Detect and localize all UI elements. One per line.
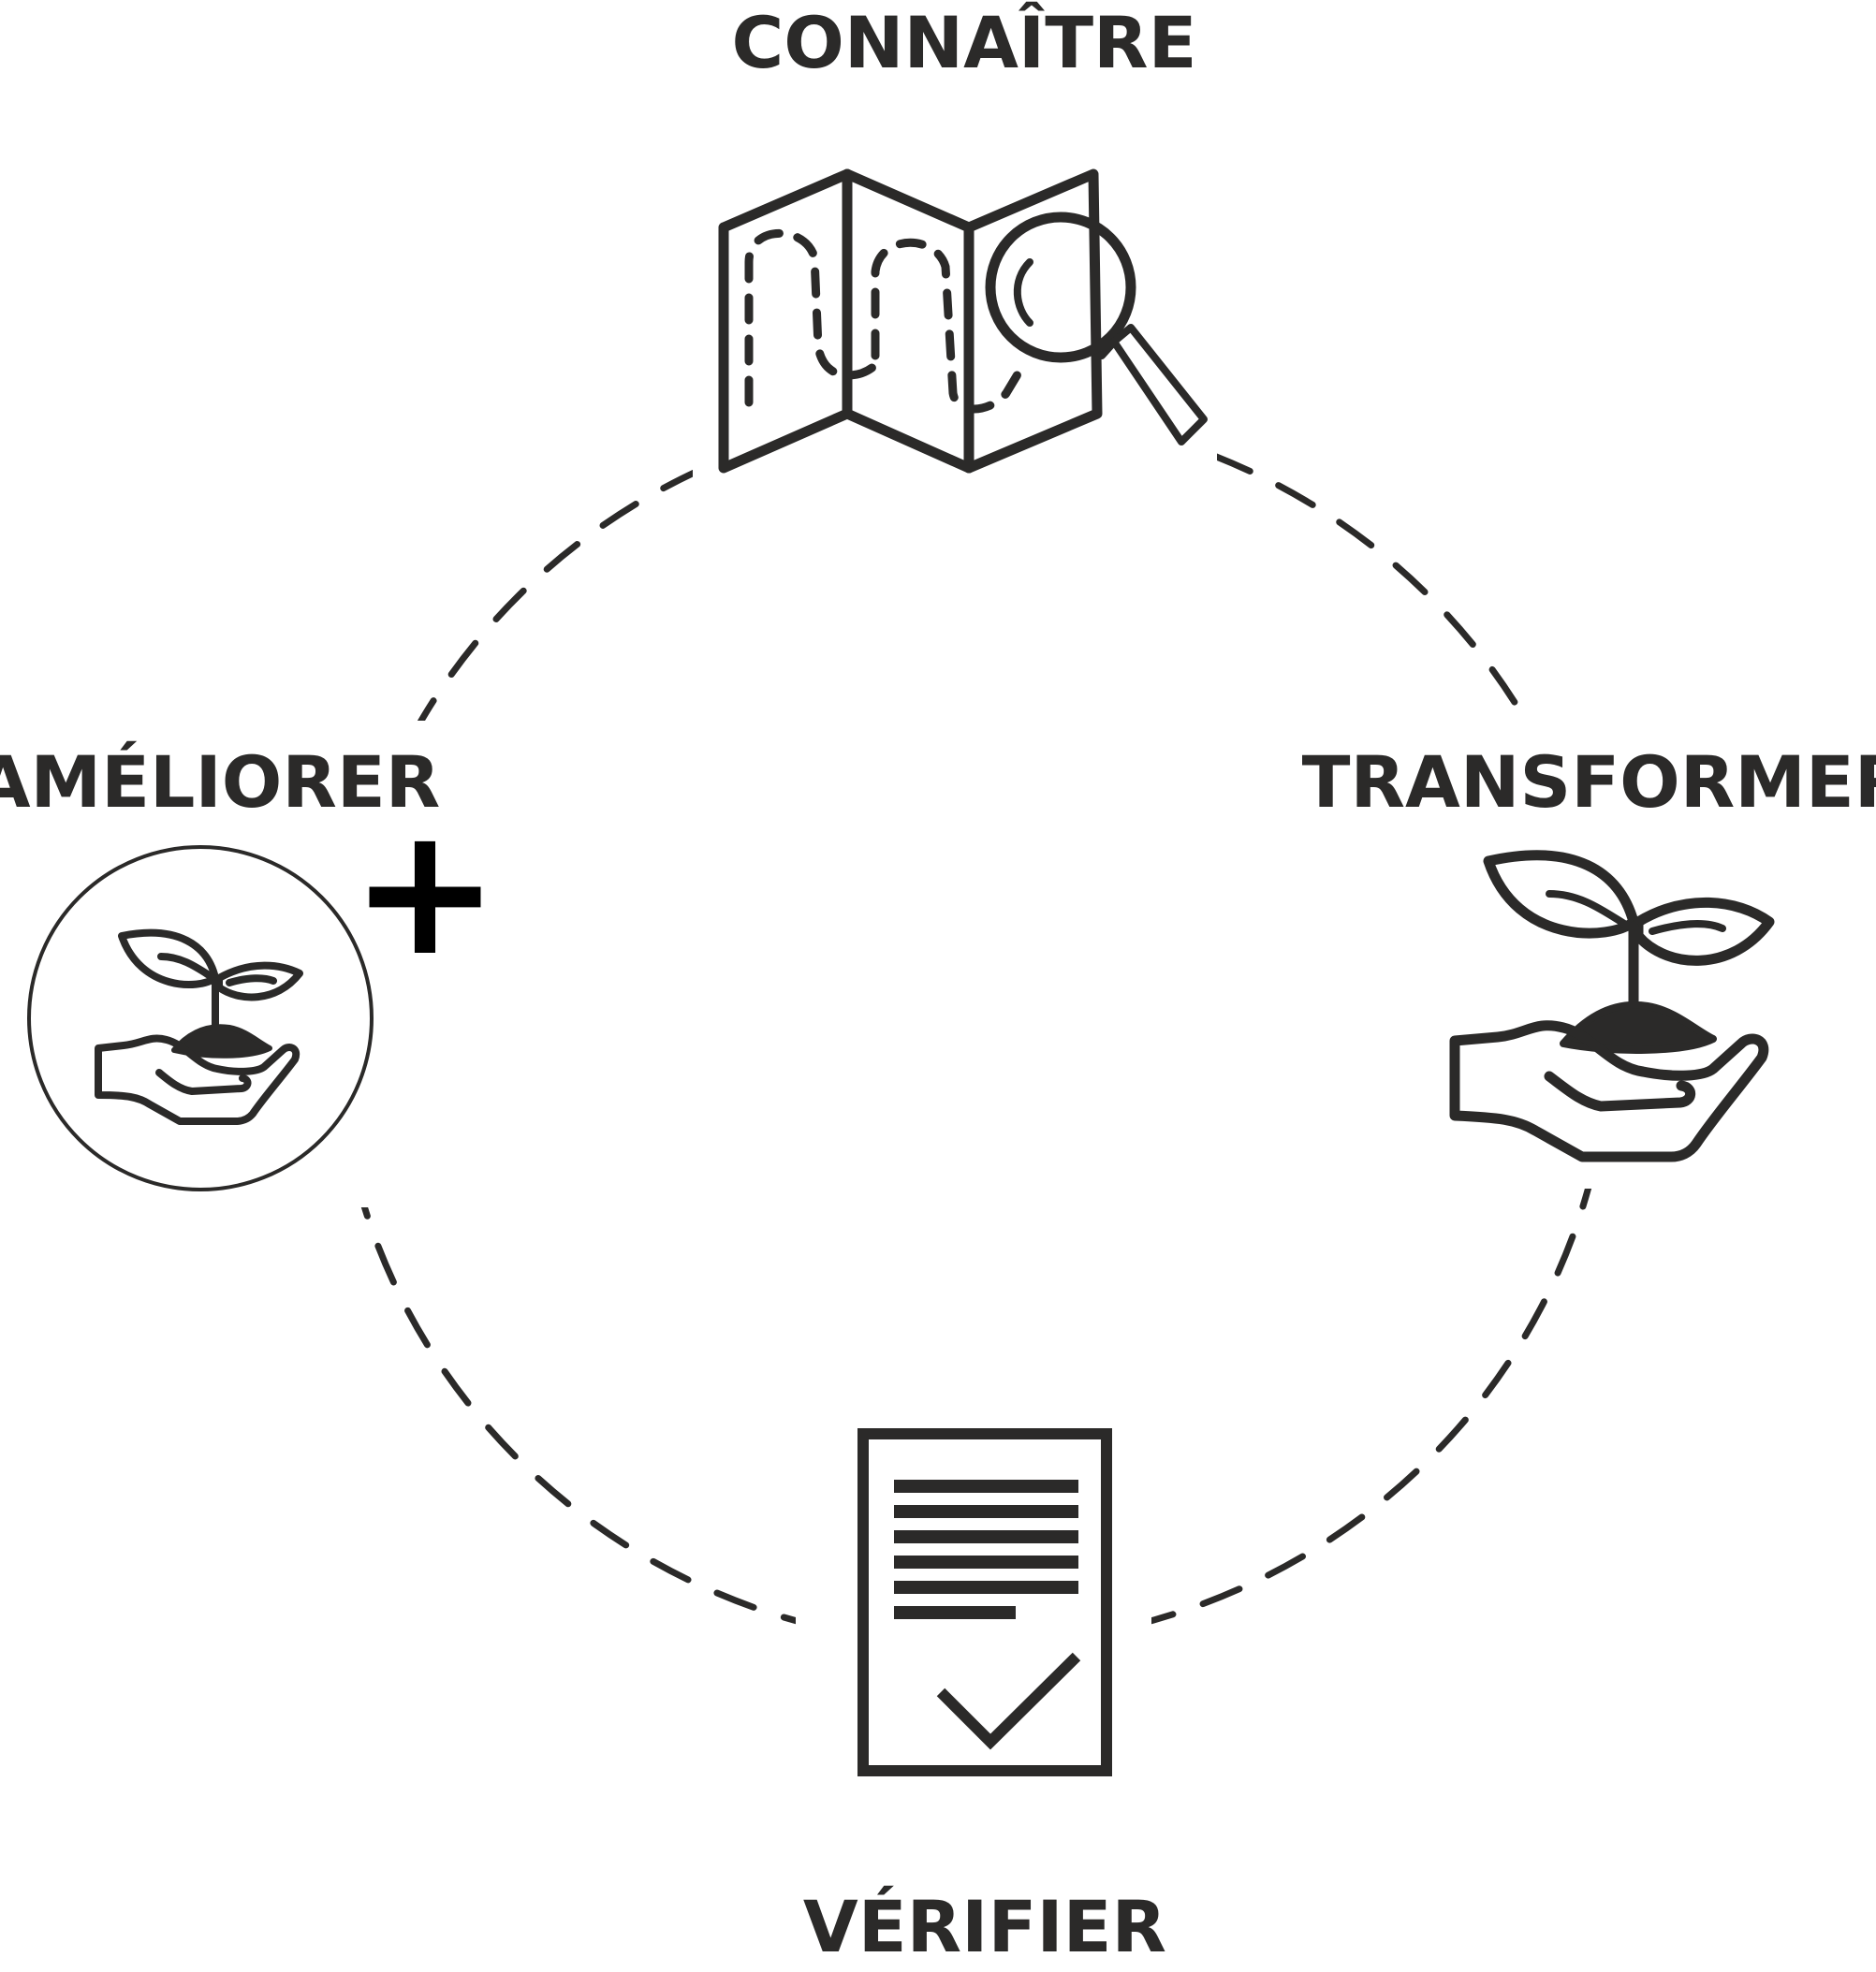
map-magnifier-icon [718, 168, 1208, 474]
step-label-connaitre: CONNAÎTRE [732, 1, 1197, 84]
step-label-verifier: VÉRIFIER [803, 1885, 1166, 1968]
checked-document-icon [857, 1428, 1112, 1776]
step-label-ameliorer: AMÉLIORER [0, 740, 440, 824]
circled-hand-seedling-plus-icon [27, 845, 374, 1191]
step-label-transformer: TRANSFORMER [1302, 740, 1876, 824]
plus-symbol: + [350, 788, 499, 995]
hand-seedling-icon [1449, 850, 1775, 1162]
